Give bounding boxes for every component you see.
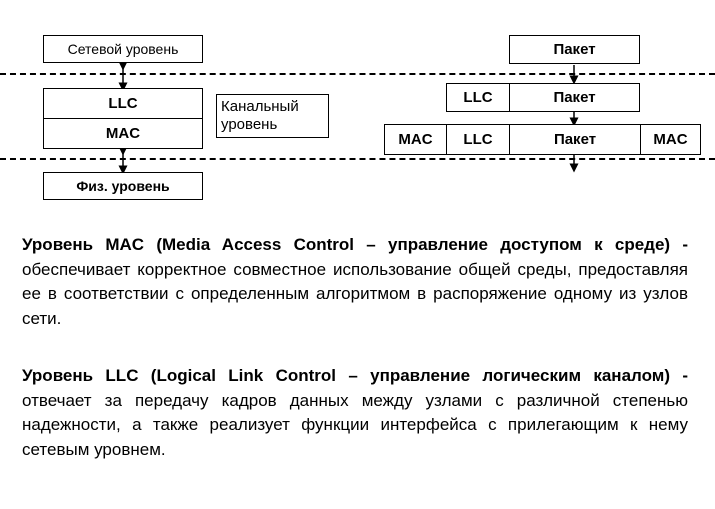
- frame-llc-cell: LLC: [446, 124, 510, 155]
- llc-description: Уровень LLC (Logical Link Control – упра…: [22, 364, 688, 462]
- frame-mac-header-cell: MAC: [384, 124, 447, 155]
- packet-top-box: Пакет: [509, 35, 640, 64]
- mac-box: MAC: [43, 118, 203, 149]
- llc-description-term: Уровень LLC (Logical Link Control – упра…: [22, 366, 688, 385]
- mac-description: Уровень MAC (Media Access Control – упра…: [22, 233, 688, 331]
- frame-mac-trailer-cell: MAC: [640, 124, 701, 155]
- llc-description-text: отвечает за передачу кадров данных между…: [22, 390, 688, 459]
- mac-description-text: обеспечивает корректное совместное испол…: [22, 259, 688, 328]
- frame-packet-cell: Пакет: [509, 124, 641, 155]
- phys-layer-box: Физ. уровень: [43, 172, 203, 200]
- llc-row-packet-cell: Пакет: [509, 83, 640, 112]
- llc-row-llc-cell: LLC: [446, 83, 510, 112]
- upper-dashed-boundary: [0, 73, 715, 75]
- data-link-layer-box: Канальный уровень: [216, 94, 329, 138]
- network-layer-box: Сетевой уровень: [43, 35, 203, 63]
- lower-dashed-boundary: [0, 158, 715, 160]
- mac-description-term: Уровень MAC (Media Access Control – упра…: [22, 235, 688, 254]
- llc-box: LLC: [43, 88, 203, 119]
